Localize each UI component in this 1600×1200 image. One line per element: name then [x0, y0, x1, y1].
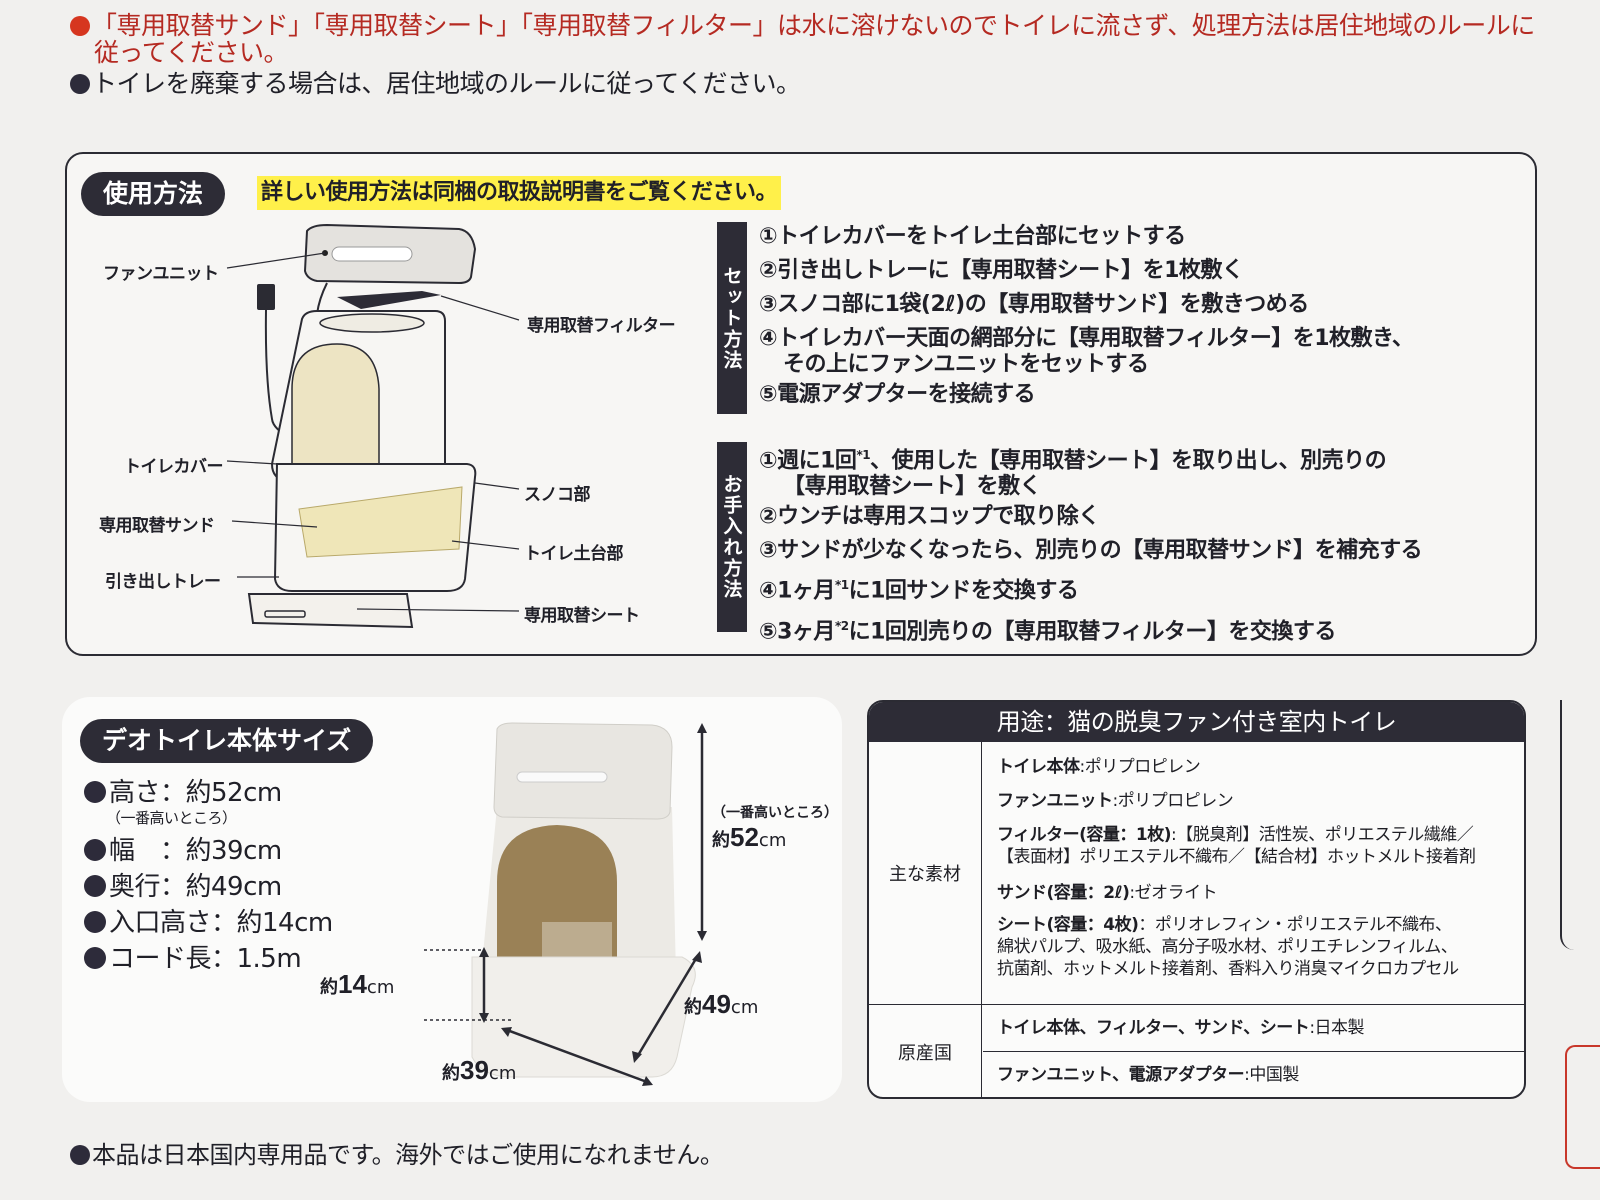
label-sand: 専用取替サンド — [99, 516, 215, 536]
bullet-icon — [84, 875, 106, 897]
footer-notice: 本品は日本国内専用品です。海外ではご使用になれません。 — [70, 1135, 724, 1170]
table-header: 用途：猫の脱臭ファン付き室内トイレ — [869, 702, 1524, 742]
toilet-product-photo — [424, 722, 707, 1086]
size-section: デオトイレ本体サイズ 高さ：約52cm （一番高いところ） 幅 ：約39cm 奥… — [62, 697, 842, 1102]
care-step-list: ①週に1回*1、使用した【専用取替シート】を取り出し、別売りの【専用取替シート】… — [759, 438, 1423, 649]
care-tab: お手入れ方法 — [717, 442, 747, 632]
adjacent-red-box-edge — [1565, 1045, 1600, 1169]
spec-table: 用途：猫の脱臭ファン付き室内トイレ 主な素材 トイレ本体:ポリプロピレン ファン… — [867, 700, 1526, 1099]
label-filter: 専用取替フィルター — [527, 316, 676, 336]
label-sheet: 専用取替シート — [524, 606, 640, 626]
spec-height-note: （一番高いところ） — [106, 809, 237, 827]
spec-cord-length: コード長：1.5m — [84, 941, 333, 977]
spec-depth: 奥行：約49cm — [84, 869, 333, 905]
exploded-diagram: ファンユニット 専用取替フィルター トイレカバー スノコ部 専用取替サンド トイ… — [67, 219, 717, 649]
origin-item: トイレ本体、フィルター、サンド、シート:日本製 — [983, 1005, 1524, 1052]
bullet-icon — [84, 781, 106, 803]
label-base: トイレ土台部 — [524, 544, 624, 564]
setup-step: ①トイレカバーをトイレ土台部にセットする — [759, 224, 1186, 249]
materials-label: 主な素材 — [869, 742, 982, 1004]
material-item: シート(容量：4枚)：ポリオレフィン・ポリエステル不織布、綿状パルプ、吸水紙、高… — [997, 915, 1459, 979]
setup-step: ②引き出しトレーに【専用取替シート】を1枚敷く — [759, 258, 1244, 283]
setup-step: ③スノコ部に1袋(2ℓ)の【専用取替サンド】を敷きつめる — [759, 292, 1309, 317]
material-item: サンド(容量：2ℓ):ゼオライト — [997, 883, 1218, 903]
label-tray: 引き出しトレー — [105, 572, 221, 592]
bullet-icon — [70, 74, 90, 94]
material-item: トイレ本体:ポリプロピレン — [997, 757, 1201, 777]
care-step: ⑤3ヶ月*2に1回別売りの【専用取替フィルター】を交換する — [759, 618, 1336, 644]
materials-cells: トイレ本体:ポリプロピレン ファンユニット:ポリプロピレン フィルター(容量：1… — [983, 742, 1524, 1004]
size-title: デオトイレ本体サイズ — [80, 719, 374, 763]
spec-height: 高さ：約52cm — [84, 775, 333, 811]
notice-disposal-consumables: 「専用取替サンド」「専用取替シート」「専用取替フィルター」は水に溶けないのでトイ… — [70, 12, 1540, 66]
setup-step-list: ①トイレカバーをトイレ土台部にセットする ②引き出しトレーに【専用取替シート】を… — [759, 220, 1414, 412]
usage-title: 使用方法 — [81, 172, 226, 216]
usage-section: 使用方法 詳しい使用方法は同梱の取扱説明書をご覧ください。 — [65, 152, 1537, 656]
label-sunoko: スノコ部 — [524, 485, 591, 505]
dim-height-note: （一番高いところ） — [712, 805, 838, 821]
dim-height: 約52cm — [712, 822, 787, 852]
size-spec-list: 高さ：約52cm （一番高いところ） 幅 ：約39cm 奥行：約49cm 入口高… — [84, 775, 333, 977]
care-step: ①週に1回*1、使用した【専用取替シート】を取り出し、別売りの【専用取替シート】… — [759, 448, 1387, 500]
spec-entry-height: 入口高さ：約14cm — [84, 905, 333, 941]
care-step: ④1ヶ月*1に1回サンドを交換する — [759, 578, 1079, 604]
adjacent-panel-edge — [1560, 700, 1600, 950]
bullet-icon — [84, 947, 106, 969]
origin-cells: トイレ本体、フィルター、サンド、シート:日本製 ファンユニット、電源アダプター:… — [983, 1005, 1524, 1097]
toilet-exploded-illustration — [226, 223, 520, 629]
care-step: ③サンドが少なくなったら、別売りの【専用取替サンド】を補充する — [759, 538, 1423, 564]
material-item: ファンユニット:ポリプロピレン — [997, 791, 1234, 811]
dim-width: 約39cm — [442, 1055, 517, 1085]
red-bullet-icon — [70, 16, 90, 36]
material-item: フィルター(容量：1枚):【脱臭剤】活性炭、ポリエステル繊維／【表面材】ポリエス… — [997, 825, 1476, 867]
bullet-icon — [84, 839, 106, 861]
setup-step: ④トイレカバー天面の網部分に【専用取替フィルター】を1枚敷き、その上にファンユニ… — [759, 326, 1414, 377]
label-fan-unit: ファンユニット — [103, 264, 219, 284]
setup-tab: セット方法 — [717, 222, 747, 414]
setup-step: ⑤電源アダプターを接続する — [759, 382, 1036, 407]
origin-label: 原産国 — [869, 1005, 982, 1097]
dim-entry-height: 約14cm — [320, 969, 395, 999]
spec-width: 幅 ：約39cm — [84, 833, 333, 869]
label-cover: トイレカバー — [124, 457, 224, 477]
bullet-icon — [84, 911, 106, 933]
notice-disposal-toilet: トイレを廃棄する場合は、居住地域のルールに従ってください。 — [70, 70, 801, 97]
dim-depth: 約49cm — [684, 989, 759, 1019]
table-row-materials: 主な素材 トイレ本体:ポリプロピレン ファンユニット:ポリプロピレン フィルター… — [869, 742, 1524, 1004]
usage-highlight-note: 詳しい使用方法は同梱の取扱説明書をご覧ください。 — [257, 176, 782, 210]
table-row-origin: 原産国 トイレ本体、フィルター、サンド、シート:日本製 ファンユニット、電源アダ… — [869, 1004, 1524, 1097]
origin-item: ファンユニット、電源アダプター:中国製 — [997, 1065, 1299, 1085]
bullet-icon — [70, 1145, 90, 1165]
care-step: ②ウンチは専用スコップで取り除く — [759, 504, 1100, 530]
